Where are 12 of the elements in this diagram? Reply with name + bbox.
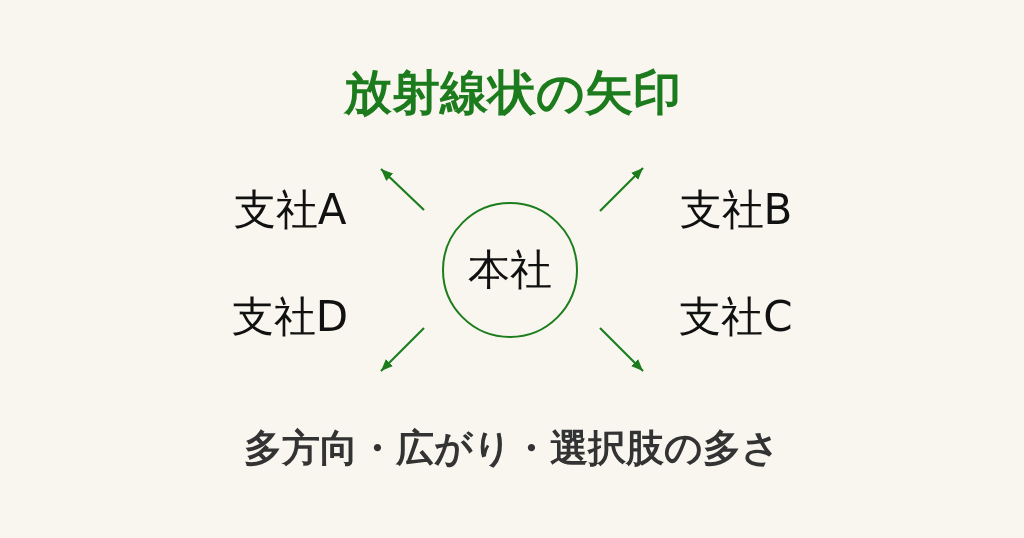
- title: 放射線状の矢印: [343, 65, 681, 119]
- branch-office-label: 支社C: [679, 293, 793, 341]
- branch-office-label: 支社D: [231, 293, 349, 341]
- arrow: [599, 327, 644, 372]
- hub-label: 本社: [468, 246, 552, 294]
- arrow: [599, 167, 644, 212]
- branch-office-label: 支社B: [679, 186, 793, 234]
- branch-office-label: 支社A: [233, 186, 347, 234]
- arrow: [380, 327, 425, 372]
- caption: 多方向・広がり・選択肢の多さ: [244, 428, 780, 470]
- arrow: [380, 168, 425, 211]
- hub-circle: [442, 202, 578, 338]
